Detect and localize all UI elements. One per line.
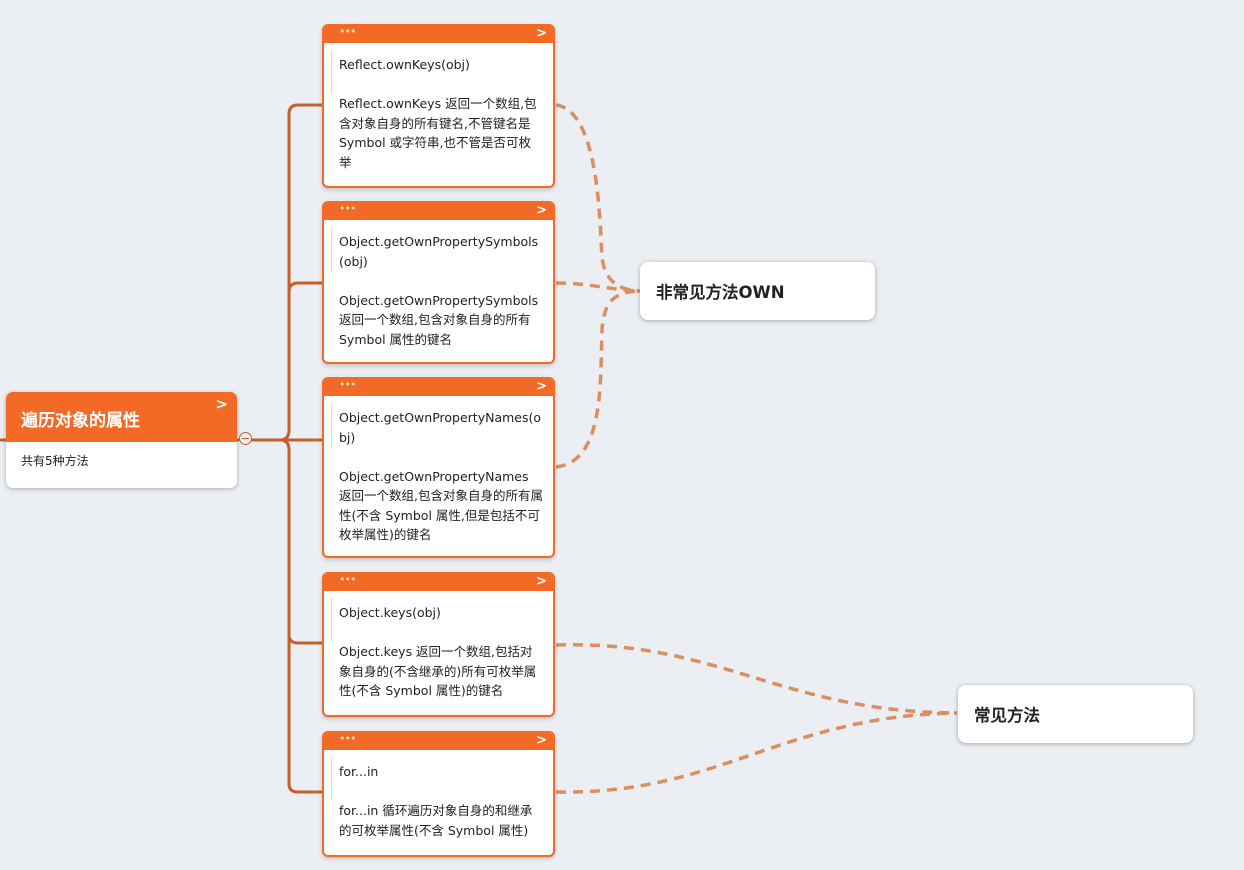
method-card-get-own-property-symbols[interactable]: ••• > Object.getOwnPropertySymbols(obj) … [322, 201, 555, 364]
summary-dash-uncommon-1 [555, 103, 641, 293]
card-header: ••• > [324, 379, 553, 396]
card-title: Object.getOwnPropertySymbols(obj) [339, 234, 539, 269]
chevron-right-icon[interactable]: > [536, 733, 547, 748]
root-topic-header: 遍历对象的属性 > [6, 392, 237, 442]
card-body: Object.getOwnPropertySymbols(obj) Object… [324, 220, 553, 359]
branch-line-card-1 [278, 103, 324, 442]
summary-dash-uncommon-2 [555, 281, 641, 293]
collapse-minus-icon[interactable] [239, 432, 252, 445]
card-title: Object.keys(obj) [339, 605, 441, 620]
summary-uncommon-methods[interactable]: 非常见方法OWN [640, 262, 875, 320]
summary-dash-common-1 [555, 643, 958, 715]
card-header: ••• > [324, 26, 553, 43]
card-header: ••• > [324, 203, 553, 220]
card-title: Reflect.ownKeys(obj) [339, 57, 470, 72]
card-description: Object.keys 返回一个数组,包括对象自身的(不含继承的)所有可枚举属性… [339, 644, 537, 698]
method-card-get-own-property-names[interactable]: ••• > Object.getOwnPropertyNames(obj) Ob… [322, 377, 555, 558]
card-body: for...in for...in 循环遍历对象自身的和继承的可枚举属性(不含 … [324, 750, 553, 850]
card-description: Reflect.ownKeys 返回一个数组,包含对象自身的所有键名,不管键名是… [339, 96, 537, 170]
card-body: Object.getOwnPropertyNames(obj) Object.g… [324, 396, 553, 555]
root-topic-node[interactable]: 遍历对象的属性 > 共有5种方法 [6, 392, 237, 488]
card-description: for...in 循环遍历对象自身的和继承的可枚举属性(不含 Symbol 属性… [339, 803, 533, 838]
branch-line-card-2 [287, 281, 324, 294]
card-title: Object.getOwnPropertyNames(obj) [339, 410, 542, 445]
branch-line-card-5 [287, 633, 324, 794]
chevron-right-icon[interactable]: > [215, 395, 228, 413]
summary-dash-common-2 [555, 711, 958, 794]
method-card-for-in[interactable]: ••• > for...in for...in 循环遍历对象自身的和继承的可枚举… [322, 731, 555, 857]
summary-common-methods[interactable]: 常见方法 [958, 685, 1193, 743]
card-body: Reflect.ownKeys(obj) Reflect.ownKeys 返回一… [324, 43, 553, 182]
chevron-right-icon[interactable]: > [536, 203, 547, 218]
card-description: Object.getOwnPropertyNames 返回一个数组,包含对象自身… [339, 468, 543, 543]
more-dots-icon[interactable]: ••• [339, 573, 356, 586]
card-header: ••• > [324, 733, 553, 750]
card-description: Object.getOwnPropertySymbols 返回一个数组,包含对象… [339, 292, 539, 347]
method-card-object-keys[interactable]: ••• > Object.keys(obj) Object.keys 返回一个数… [322, 572, 555, 717]
chevron-right-icon[interactable]: > [536, 574, 547, 589]
root-topic-note: 共有5种方法 [21, 454, 89, 468]
card-body: Object.keys(obj) Object.keys 返回一个数组,包括对象… [324, 591, 553, 711]
card-title: for...in [339, 764, 379, 779]
chevron-right-icon[interactable]: > [536, 26, 547, 41]
more-dots-icon[interactable]: ••• [339, 25, 356, 38]
more-dots-icon[interactable]: ••• [339, 202, 356, 215]
more-dots-icon[interactable]: ••• [339, 378, 356, 391]
summary-dash-uncommon-3 [555, 289, 641, 469]
more-dots-icon[interactable]: ••• [339, 732, 356, 745]
summary-connectors [555, 103, 958, 794]
root-topic-title: 遍历对象的属性 [21, 411, 140, 431]
branch-line-card-4 [278, 438, 324, 645]
card-header: ••• > [324, 574, 553, 591]
chevron-right-icon[interactable]: > [536, 379, 547, 394]
method-card-reflect-ownkeys[interactable]: ••• > Reflect.ownKeys(obj) Reflect.ownKe… [322, 24, 555, 188]
